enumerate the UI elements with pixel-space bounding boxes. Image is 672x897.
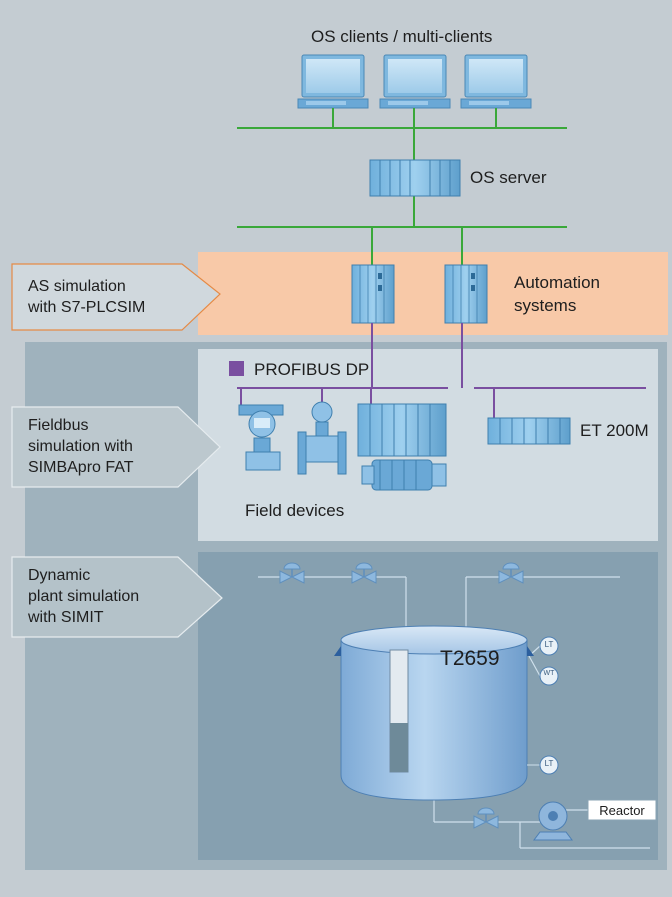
- profibus-label: PROFIBUS DP: [254, 360, 370, 379]
- plant-line-1: Dynamic: [28, 567, 91, 584]
- tank-label: T2659: [440, 647, 500, 670]
- pump-icon: [533, 801, 573, 841]
- monitor-icon: [460, 54, 532, 109]
- lt-top-label: LT: [544, 640, 554, 649]
- wt-label: WT: [543, 670, 555, 677]
- monitor-icon: [297, 54, 369, 109]
- lt-bottom-label: LT: [544, 759, 554, 768]
- lt-top-instrument: [539, 636, 559, 656]
- motor-icon: [361, 459, 447, 491]
- wt-instrument: [539, 666, 559, 686]
- as-sim-line-1: AS simulation: [28, 278, 126, 295]
- field-devices-label: Field devices: [245, 501, 345, 520]
- as-simulation-text: AS simulation with S7-PLCSIM: [28, 276, 145, 318]
- terminal-bus-lines: [237, 108, 567, 265]
- monitor-icon: [379, 54, 451, 109]
- remote-io-rack-icon: [357, 403, 447, 457]
- automation-line-1: Automation: [514, 273, 600, 292]
- lt-bottom-instrument: [527, 755, 559, 775]
- reactor-tag-box: [587, 799, 657, 821]
- et200m-label: ET 200M: [580, 421, 649, 440]
- automation-line-2: systems: [514, 296, 577, 315]
- os-clients-label: OS clients / multi-clients: [311, 27, 493, 46]
- fieldbus-simulation-text: Fieldbus simulation with SIMBApro FAT: [28, 415, 134, 478]
- fieldbus-simulation-callout: [11, 406, 221, 488]
- as-band: [198, 252, 668, 335]
- fieldbus-line-3: SIMBApro FAT: [28, 459, 134, 476]
- reactor-label: Reactor: [599, 803, 645, 818]
- os-server-label: OS server: [470, 168, 547, 187]
- fieldbus-line-2: simulation with: [28, 438, 133, 455]
- as-controller-icon: [351, 264, 395, 324]
- plant-simulation-callout: [11, 556, 223, 638]
- fieldbus-line-1: Fieldbus: [28, 417, 89, 434]
- os-client-monitors: [297, 54, 532, 109]
- plant-line-3: with SIMIT: [28, 609, 104, 626]
- plant-line-2: plant simulation: [28, 588, 140, 605]
- profibus-lines: [237, 323, 646, 418]
- profibus-legend-swatch: [229, 361, 244, 376]
- level-fill: [390, 723, 408, 772]
- plant-simulation-text: Dynamic plant simulation with SIMIT: [28, 565, 139, 628]
- flow-meter-icon: [297, 401, 347, 475]
- as-sim-line-2: with S7-PLCSIM: [28, 299, 146, 316]
- as-simulation-callout: [11, 263, 221, 331]
- et200m-module-icon: [487, 417, 571, 445]
- os-server-icon: [369, 159, 461, 197]
- tank-vessel: [334, 625, 534, 801]
- as-controller-icon: [444, 264, 488, 324]
- pressure-transmitter-icon: [238, 404, 284, 471]
- automation-systems-label: Automation systems: [514, 271, 600, 317]
